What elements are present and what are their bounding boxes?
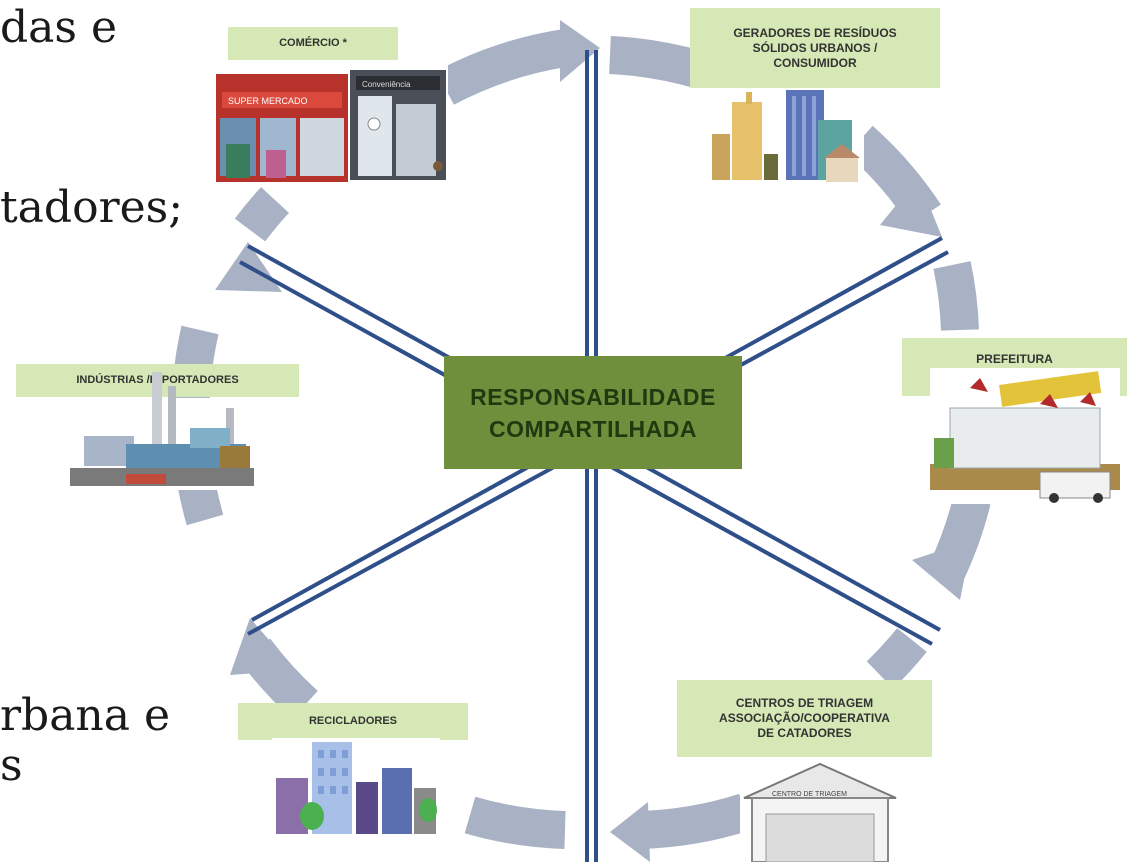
triagem-illustration: CENTRO DE TRIAGEM [740, 758, 900, 862]
arc-recicladores-industrias [464, 796, 566, 849]
arrow-heads [215, 20, 972, 862]
arrowhead-right [912, 540, 972, 600]
arc-triagem-recicladores-2 [639, 793, 751, 849]
arc-industrias-comercio-2 [234, 187, 290, 242]
recicladores-illustration [272, 738, 440, 838]
arrowhead-top [560, 20, 600, 82]
arc-prefeitura-triagem [933, 261, 979, 331]
arc-geradores-prefeitura [608, 36, 706, 89]
arrowhead-lower-left [230, 618, 295, 675]
bg-text-3: rbana e [0, 690, 171, 741]
bg-text-4: s [0, 740, 23, 791]
arc-triagem-recicladores [866, 627, 927, 689]
bg-text-1: das e [0, 2, 118, 53]
label-triagem: CENTROS DE TRIAGEM ASSOCIAÇÃO/COOPERATIV… [677, 680, 932, 757]
center-line-2: COMPARTILHADA [489, 415, 697, 442]
conveniencia-sign: Conveniência [362, 80, 411, 89]
geradores-illustration [712, 88, 864, 184]
label-geradores: GERADORES DE RESÍDUOS SÓLIDOS URBANOS / … [690, 8, 940, 88]
prefeitura-illustration [930, 368, 1120, 504]
bg-text-2: tadores; [0, 182, 184, 233]
centro-triagem-sign: CENTRO DE TRIAGEM [772, 791, 847, 798]
industrias-illustration [70, 372, 254, 490]
center-box: RESPONSABILIDADE COMPARTILHADA [444, 356, 742, 469]
arrowhead-upper-right [880, 178, 942, 237]
label-recicladores: RECICLADORES [238, 703, 468, 740]
arc-comercio-geradores [436, 29, 569, 105]
supermercado-sign: SUPER MERCADO [228, 96, 308, 106]
label-comercio: COMÉRCIO * [228, 27, 398, 60]
comercio-illustration: SUPER MERCADO Conveniência [216, 64, 448, 184]
center-line-1: RESPONSABILIDADE [470, 383, 716, 410]
arrowhead-bottom [610, 802, 650, 862]
